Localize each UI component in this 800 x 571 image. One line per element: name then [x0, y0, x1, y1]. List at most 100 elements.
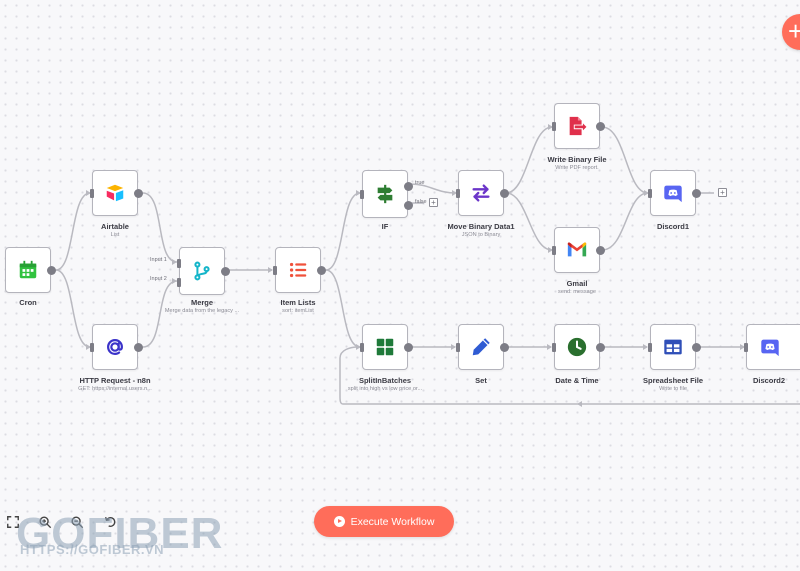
output-port[interactable]: [500, 343, 509, 352]
node-item-lists[interactable]: [273, 247, 326, 293]
edge-itemlists-splitin: [325, 269, 361, 348]
node-label: Cron: [19, 298, 37, 307]
zoom-to-fit-button[interactable]: [3, 512, 23, 532]
input-port[interactable]: [90, 189, 94, 198]
node-subtitle: sort: itemList: [282, 308, 314, 314]
zoom-out-icon: [71, 516, 84, 529]
signpost-icon: [377, 184, 393, 204]
node-spreadsheet-file[interactable]: [648, 324, 701, 370]
output-port[interactable]: [596, 246, 605, 255]
output-port[interactable]: [692, 343, 701, 352]
edge-movebinary-writebinary: [505, 126, 553, 194]
output-port-true[interactable]: [404, 182, 413, 191]
node-date-time[interactable]: [552, 324, 605, 370]
edge-gmail-discord1: [601, 192, 649, 251]
table-icon: [664, 339, 682, 355]
merge-input-2-label: Input 2: [150, 276, 167, 282]
input-port-2[interactable]: [177, 278, 181, 287]
edge-airtable-merge: [142, 192, 178, 263]
watermark-url: HTTPS://GOFIBER.VN: [20, 542, 165, 557]
pen-icon: [472, 338, 490, 356]
node-http-request[interactable]: [90, 324, 143, 370]
input-port[interactable]: [552, 343, 556, 352]
output-port[interactable]: [221, 267, 230, 276]
node-discord1[interactable]: [648, 170, 701, 216]
node-write-binary-file[interactable]: [552, 103, 605, 149]
node-merge[interactable]: [177, 247, 230, 295]
node-split-in-batches[interactable]: [360, 324, 413, 370]
edge-http-merge: [142, 280, 178, 348]
arrow-spreadsheet: [643, 344, 648, 350]
airtable-icon: [106, 184, 124, 202]
execute-workflow-button[interactable]: Execute Workflow: [314, 506, 454, 537]
arrow-merge-2: [172, 278, 177, 284]
node-gmail[interactable]: [552, 227, 605, 273]
node-if[interactable]: [360, 170, 413, 218]
output-port[interactable]: [134, 343, 143, 352]
output-port-false[interactable]: [404, 201, 413, 210]
input-port[interactable]: [552, 122, 556, 131]
node-label: Discord2: [752, 376, 786, 385]
input-port[interactable]: [648, 343, 652, 352]
arrow-writebinary: [548, 124, 553, 130]
edge-cron-airtable: [55, 192, 91, 271]
node-label: Set: [475, 376, 487, 385]
arrow-set: [451, 344, 456, 350]
node-label: Write Binary File: [547, 155, 607, 164]
input-port[interactable]: [360, 190, 364, 199]
output-port[interactable]: [134, 189, 143, 198]
node-airtable[interactable]: [90, 170, 143, 216]
clock-icon: [567, 337, 587, 357]
input-port[interactable]: [90, 343, 94, 352]
output-port[interactable]: [596, 122, 605, 131]
output-port[interactable]: [692, 189, 701, 198]
node-discord2[interactable]: [744, 324, 800, 370]
node-move-binary-data[interactable]: [456, 170, 509, 216]
play-icon: [333, 516, 345, 527]
if-true-label: true: [415, 180, 425, 186]
node-set[interactable]: [456, 324, 509, 370]
input-port[interactable]: [360, 343, 364, 352]
edge-cron-http: [55, 269, 91, 348]
output-port[interactable]: [404, 343, 413, 352]
node-subtitle: Write to file: [659, 386, 687, 392]
reset-zoom-button[interactable]: [100, 512, 120, 532]
node-subtitle: Merge data from the legacy ...: [164, 308, 240, 314]
zoom-in-button[interactable]: [35, 512, 55, 532]
discord-icon: [760, 339, 779, 357]
arrow-airtable: [86, 190, 91, 196]
arrow-discord1: [644, 190, 649, 196]
node-label: Move Binary Data1: [447, 222, 515, 231]
input-port-1[interactable]: [177, 259, 181, 268]
arrow-discord2: [740, 344, 745, 350]
node-label: Discord1: [656, 222, 690, 231]
input-port[interactable]: [744, 343, 748, 352]
grid-icon: [376, 338, 394, 356]
arrow-http: [86, 344, 91, 350]
arrow-itemlists: [268, 267, 273, 273]
add-node-button[interactable]: +: [782, 14, 800, 50]
input-port[interactable]: [273, 266, 277, 275]
merge-input-1-label: Input 1: [150, 257, 167, 263]
input-port[interactable]: [456, 343, 460, 352]
zoom-out-button[interactable]: [67, 512, 87, 532]
node-cron[interactable]: [5, 247, 56, 293]
output-port[interactable]: [47, 266, 56, 275]
add-node-plus-icon[interactable]: +: [718, 188, 727, 197]
add-node-false-plus-icon[interactable]: +: [429, 198, 438, 207]
node-subtitle: JSON to Binary: [461, 232, 501, 238]
node-label: SplitInBatches: [358, 376, 412, 385]
node-subtitle: List: [110, 232, 120, 238]
fullscreen-icon: [7, 516, 19, 528]
output-port[interactable]: [317, 266, 326, 275]
watermark-logo: GOFIBER: [16, 509, 224, 558]
output-port[interactable]: [500, 189, 509, 198]
node-label: Merge: [190, 298, 214, 307]
edge-itemlists-if: [325, 192, 361, 271]
input-port[interactable]: [552, 246, 556, 255]
node-label: Spreadsheet File: [642, 376, 704, 385]
input-port[interactable]: [456, 189, 460, 198]
input-port[interactable]: [648, 189, 652, 198]
output-port[interactable]: [596, 343, 605, 352]
edge-writebinary-discord1: [601, 126, 649, 194]
